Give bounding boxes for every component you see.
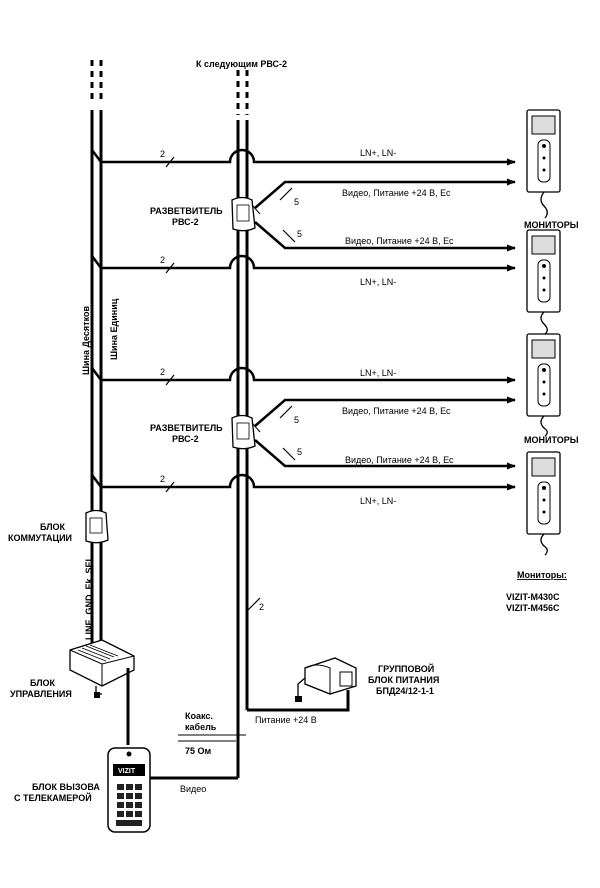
wire-count-label: 5 <box>297 229 302 239</box>
coax-label: кабель <box>185 722 217 732</box>
power-label: Питание +24 В <box>255 715 317 725</box>
power-cable <box>247 690 350 712</box>
monitor-1 <box>526 109 561 219</box>
monitor-3 <box>526 333 561 437</box>
wire-count-label: 2 <box>259 602 264 612</box>
panel-brand: VIZIT <box>118 768 136 775</box>
top-label: К следующим РВС-2 <box>196 59 287 69</box>
ln-label: LN+, LN- <box>360 277 396 287</box>
bus-tens-label: Шина Десятков <box>81 306 91 375</box>
psu <box>295 657 357 702</box>
monitor-4 <box>526 451 561 556</box>
monitor-model: VIZIT-M456C <box>506 603 560 613</box>
ln-branches <box>91 148 516 491</box>
video-power-label: Видео, Питание +24 В, Ес <box>342 188 451 198</box>
monitor-2 <box>526 229 561 335</box>
call-panel <box>107 747 151 833</box>
video-power-label: Видео, Питание +24 В, Ес <box>345 455 454 465</box>
ln-label: LN+, LN- <box>360 368 396 378</box>
wire-count-label: 2 <box>160 367 165 377</box>
splitter-label: РВС-2 <box>172 217 199 227</box>
psu-label: БЛОК ПИТАНИЯ <box>368 675 439 685</box>
splitter-2 <box>231 414 261 450</box>
psu-label: ГРУППОВОЙ <box>378 663 434 674</box>
wire-ticks-5 <box>279 187 296 243</box>
coax-impedance: 75 Ом <box>185 746 212 756</box>
monitors-list-title: Мониторы: <box>517 570 567 580</box>
video-power-label: Видео, Питание +24 В, Ес <box>342 406 451 416</box>
switch-block <box>85 509 109 544</box>
switch-block-label: БЛОК <box>40 522 66 532</box>
control-block <box>69 639 135 698</box>
ln-label: LN+, LN- <box>360 148 396 158</box>
splitter-1 <box>231 196 261 232</box>
control-block-label: УПРАВЛЕНИЯ <box>10 689 72 699</box>
wire-count-label: 2 <box>160 149 165 159</box>
bus-units-label: Шина Единиц <box>109 298 119 360</box>
monitor-model: VIZIT-M430C <box>506 592 560 602</box>
switch-block-label: КОММУТАЦИИ <box>8 533 72 543</box>
coax-label: Коакс. <box>185 711 213 721</box>
wire-count-label: 5 <box>294 415 299 425</box>
wire-count-label: 5 <box>297 447 302 457</box>
monitors-label: МОНИТОРЫ <box>524 435 579 445</box>
wire-count-label: 2 <box>160 474 165 484</box>
control-block-label: БЛОК <box>30 678 56 688</box>
call-block-label: БЛОК ВЫЗОВА <box>32 782 100 792</box>
wire-count-label: 2 <box>160 255 165 265</box>
bus-lines <box>90 60 103 645</box>
call-block-label: С ТЕЛЕКАМЕРОЙ <box>14 792 92 803</box>
wire-ticks-5 <box>279 405 296 461</box>
ln-label: LN+, LN- <box>360 496 396 506</box>
splitter-label: РВС-2 <box>172 434 199 444</box>
splitter-2-outputs <box>254 396 516 470</box>
wire-ticks-2 <box>165 156 175 493</box>
wire-count-label: 5 <box>294 197 299 207</box>
video-label: Видео <box>180 784 206 794</box>
splitter-label: РАЗВЕТВИТЕЛЬ <box>150 423 223 433</box>
monitors-label: МОНИТОРЫ <box>524 220 579 230</box>
control-lines-label: LINE, GND, Ek, SEL <box>84 555 94 640</box>
splitter-label: РАЗВЕТВИТЕЛЬ <box>150 206 223 216</box>
psu-label: БПД24/12-1-1 <box>376 686 434 696</box>
splitter-1-outputs <box>254 178 516 252</box>
video-power-label: Видео, Питание +24 В, Ес <box>345 236 454 246</box>
